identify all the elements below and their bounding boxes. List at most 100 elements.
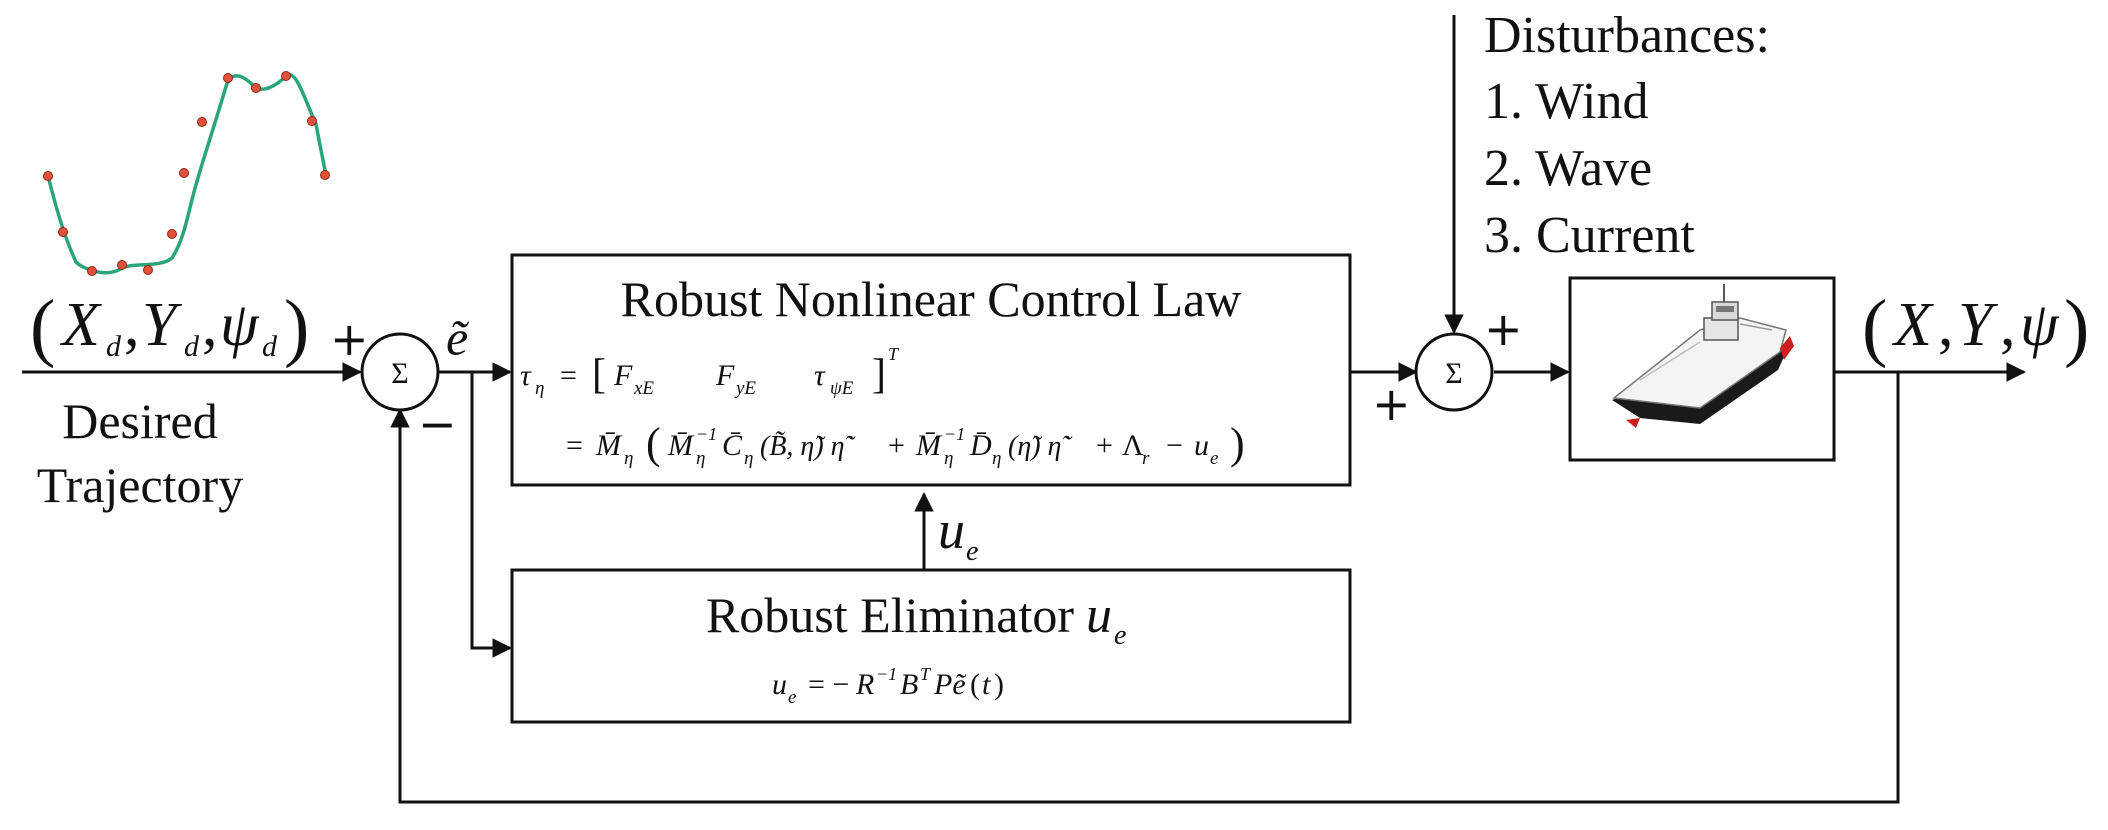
eliminator-equation: u e = − R −1 B T Pẽ ( t ): [772, 664, 1004, 708]
svg-text:(: (: [646, 419, 661, 468]
signal-lines: [22, 15, 2026, 804]
svg-text:,: ,: [124, 291, 140, 359]
svg-text:M̄: M̄: [667, 429, 695, 462]
svg-text:T: T: [920, 664, 932, 684]
output-label: ( X , Y , ψ ): [1862, 285, 2089, 369]
svg-text:−: −: [1166, 429, 1183, 462]
feedback-path: [390, 372, 1900, 804]
svg-text:τ: τ: [814, 359, 826, 392]
svg-text:yE: yE: [734, 378, 756, 399]
svg-text:,: ,: [202, 291, 218, 359]
svg-text:−1: −1: [876, 664, 897, 684]
svg-text:Σ: Σ: [391, 357, 408, 390]
svg-text:F: F: [613, 359, 633, 392]
svg-text:η: η: [944, 448, 953, 469]
svg-text:e: e: [788, 687, 796, 708]
svg-text:−1: −1: [696, 424, 717, 444]
svg-text:(: (: [1862, 285, 1887, 369]
svg-text:F: F: [715, 359, 735, 392]
svg-text:e: e: [1210, 448, 1218, 469]
svg-text:M̄: M̄: [915, 429, 943, 462]
robust-eliminator-block: Robust Eliminator u e u e = − R −1 B T P…: [510, 568, 1352, 724]
svg-text:η: η: [992, 448, 1001, 469]
svg-text:): ): [994, 668, 1004, 701]
svg-text:+: +: [1096, 429, 1113, 462]
desired-caption-line2: Trajectory: [37, 457, 243, 513]
svg-text:M̄: M̄: [595, 429, 623, 462]
svg-text:r: r: [1142, 448, 1150, 469]
disturbance-item-current: 3. Current: [1484, 207, 1695, 264]
svg-text:= −: = −: [808, 668, 849, 701]
svg-text:d: d: [184, 330, 200, 363]
svg-text:d: d: [262, 330, 278, 363]
svg-text:η: η: [696, 448, 705, 469]
control-law-equation-1: τ η = [ F xE F yE τ ψE ] T: [520, 344, 900, 399]
disturbance-item-wave: 2. Wave: [1484, 140, 1652, 197]
svg-text:): ): [1230, 419, 1245, 468]
svg-text:T: T: [888, 344, 900, 364]
svg-text:+: +: [888, 429, 905, 462]
svg-text:η: η: [535, 378, 544, 399]
error-to-eliminator-arrow: [470, 372, 512, 658]
sum1-plus-sign: +: [330, 312, 369, 366]
svg-text:(B̃, η̃) η̃̇: (B̃, η̃) η̃̇: [760, 431, 857, 462]
svg-text:X: X: [59, 291, 102, 359]
svg-text:R: R: [855, 668, 874, 701]
svg-text:C̄: C̄: [722, 429, 743, 462]
svg-text:X: X: [1891, 291, 1934, 359]
sum2-plus-top: +: [1484, 302, 1523, 356]
svg-text:(: (: [970, 668, 980, 701]
svg-text:]: ]: [872, 352, 886, 398]
svg-text:e: e: [1114, 620, 1126, 651]
svg-text:ψ: ψ: [220, 291, 260, 359]
svg-text:Σ: Σ: [1445, 357, 1462, 390]
svg-text:e: e: [966, 536, 978, 567]
plant-block: [1568, 276, 1836, 462]
eliminator-signal-label: u e: [938, 500, 978, 567]
svg-text:−1: −1: [944, 424, 965, 444]
svg-text:D̄: D̄: [969, 429, 992, 462]
svg-text:): ): [2064, 285, 2089, 369]
svg-text:=: =: [560, 359, 577, 392]
svg-text:,: ,: [1938, 291, 1954, 359]
eliminator-title: Robust Eliminator: [706, 587, 1074, 643]
svg-text:η: η: [744, 448, 753, 469]
svg-text:): ): [284, 285, 309, 369]
desired-input-label: ( X d , Y d , ψ d ): [30, 285, 309, 369]
disturbances-list: Disturbances: 1. Wind 2. Wave 3. Current: [1484, 7, 1770, 264]
svg-text:u: u: [1086, 587, 1112, 644]
ship-icon: [1612, 284, 1794, 428]
svg-text:B: B: [900, 668, 918, 701]
svg-text:[: [: [592, 352, 606, 398]
control-law-block: Robust Nonlinear Control Law τ η = [ F x…: [510, 253, 1352, 487]
summing-junction-error: Σ: [360, 332, 440, 412]
svg-text:xE: xE: [633, 378, 654, 399]
disturbance-item-wind: 1. Wind: [1484, 73, 1649, 130]
desired-caption-line1: Desired: [62, 393, 218, 449]
control-law-equation-2: = M̄ η ( M̄ η −1 C̄ η (B̃, η̃) η̃̇ + M̄ …: [566, 419, 1245, 469]
svg-text:Λ: Λ: [1122, 429, 1144, 462]
error-signal-label: ẽ: [446, 310, 470, 366]
svg-text:d: d: [106, 330, 122, 363]
svg-text:Y: Y: [1958, 291, 1998, 359]
svg-text:ψE: ψE: [830, 378, 854, 399]
svg-text:=: =: [566, 429, 583, 462]
svg-text:Y: Y: [142, 291, 182, 359]
svg-text:τ: τ: [520, 359, 532, 392]
svg-text:u: u: [772, 668, 787, 701]
svg-text:u: u: [938, 500, 965, 560]
svg-text:t: t: [982, 668, 991, 701]
svg-text:(: (: [30, 285, 55, 369]
svg-text:η: η: [624, 448, 633, 469]
control-law-title: Robust Nonlinear Control Law: [621, 271, 1242, 327]
svg-text:,: ,: [2000, 291, 2016, 359]
svg-text:u: u: [1194, 429, 1209, 462]
summing-junction-disturbance: Σ: [1414, 332, 1494, 412]
disturbances-heading: Disturbances:: [1484, 7, 1770, 64]
sum1-minus-sign: −: [418, 397, 457, 451]
svg-text:Pẽ: Pẽ: [933, 668, 966, 701]
svg-text:ψ: ψ: [2020, 291, 2060, 359]
trajectory-curve-icon: [43, 71, 330, 276]
